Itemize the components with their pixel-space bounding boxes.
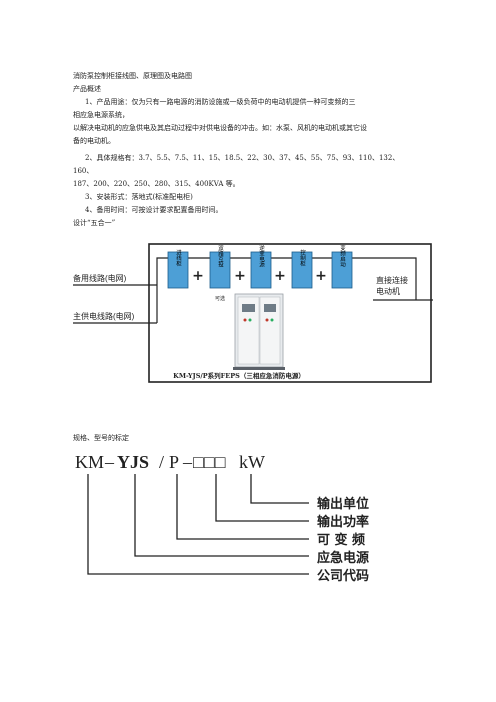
model-yjs: YJS: [117, 452, 149, 472]
plus-sign: +: [274, 268, 286, 284]
model-slash: /: [159, 452, 164, 472]
motor-label: 电动机: [376, 286, 400, 296]
diagram-frame: [148, 243, 432, 383]
label-emergency-power: 应急电源: [317, 550, 369, 566]
cabinet-image: [233, 293, 285, 370]
design-five-in-one: 设计“五合一”: [73, 219, 116, 227]
model-boxes: □□□: [193, 452, 226, 472]
model-p: P: [169, 452, 179, 472]
item1-line-a: 1、产品用途：仅为只有一路电源的消防设施或一级负荷中的电动机提供一种可变频的三: [85, 98, 356, 106]
box-dual-switch: 双路互投: [209, 245, 231, 289]
product-caption: KM-YJS/P系列FEPS（三相应急消防电源）: [173, 371, 305, 380]
spec-title: 规格、型号的标定: [73, 434, 129, 442]
model-code-diagram: KM – YJS / P – □□□ kW 输出单位 输出功率 可 变 频 应急…: [75, 452, 369, 584]
plus-sign: +: [192, 268, 204, 284]
box-5-label: 变频启动: [339, 244, 346, 269]
box-3-label: 逆变电源: [258, 244, 265, 269]
box-2-label: 双路互投: [217, 245, 224, 269]
plus-sign: +: [234, 268, 246, 284]
item4-line: 4、备用时间：可按设计要求配置备用时间。: [85, 206, 223, 214]
item2-line-a: 2、具体规格有：3.7、5.5、7.5、11、15、18.5、22、30、37、…: [85, 154, 400, 162]
optional-label: 可选: [215, 295, 225, 302]
box-incoming-cabinet: 进线柜: [167, 249, 189, 289]
item2-line-b: 160、: [73, 167, 94, 175]
item3-line: 3、安装形式：落地式(标准配电柜): [85, 193, 193, 201]
label-output-unit: 输出单位: [317, 496, 369, 512]
plus-sign: +: [315, 268, 327, 284]
model-dash-2: –: [182, 452, 193, 472]
main-line-label: 主供电线路(电网): [73, 311, 135, 321]
item1-line-d: 备的电动机。: [73, 137, 115, 145]
model-dash-1: –: [104, 452, 115, 472]
backup-line-label: 备用线路(电网): [73, 273, 127, 283]
label-output-power: 输出功率: [317, 514, 369, 530]
leader-lines: [87, 474, 309, 575]
direct-connect-label: 直接连接: [376, 275, 408, 285]
item2-line-c: 187、200、220、250、280、315、400KVA 等。: [73, 180, 240, 188]
label-company-code: 公司代码: [317, 568, 369, 584]
box-vfd-start: 变频启动: [331, 244, 353, 289]
box-4-label: 控制柜: [299, 249, 306, 268]
box-1-label: 进线柜: [175, 249, 182, 268]
doc-title: 消防泵控制柜接线图、原理图及电路图: [73, 72, 192, 80]
five-in-one-diagram: 进线柜 + 双路互投 + 逆变电源 + 控制柜 + 变频启动 可选 备用线路(电…: [73, 243, 433, 383]
item1-line-c: 以解决电动机的应急供电及其启动过程中对供电设备的冲击。如：水泵、风机的电动机或其…: [73, 124, 367, 132]
item1-line-b: 相应急电源系统，: [73, 111, 129, 119]
overview-heading: 产品概述: [73, 85, 101, 93]
box-inverter-power: 逆变电源: [250, 244, 272, 289]
loop-line: [156, 257, 417, 308]
model-km: KM: [75, 452, 104, 472]
box-control-cabinet: 控制柜: [291, 249, 313, 289]
label-variable-freq: 可 变 频: [317, 532, 365, 548]
model-kw: kW: [239, 452, 265, 472]
